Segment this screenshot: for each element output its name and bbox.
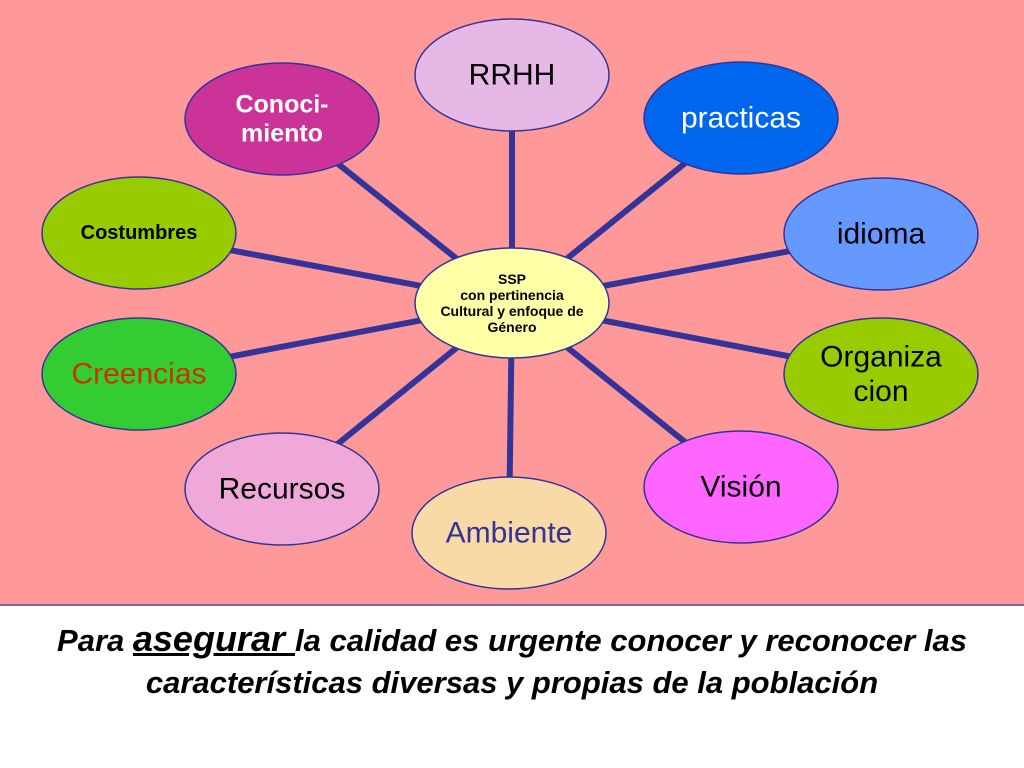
caption-emphasis: asegurar <box>132 618 295 659</box>
node-conocimiento-label-line: miento <box>241 119 323 147</box>
node-costumbres-ellipse <box>41 176 237 290</box>
node-practicas-label-line: practicas <box>681 102 801 135</box>
node-creencias-label-line: Creencias <box>71 358 206 391</box>
node-rrhh: RRHH <box>414 18 610 132</box>
node-creencias: Creencias <box>41 317 237 431</box>
node-costumbres-label-line: Costumbres <box>81 222 198 244</box>
node-idioma-label-line: idioma <box>837 218 926 251</box>
node-organizacion-label-line: Organiza <box>820 340 942 373</box>
caption-text: Para asegurar la calidad es urgente cono… <box>20 618 1004 704</box>
node-organizacion-ellipse <box>783 317 979 431</box>
center-label-line: con pertinencia <box>460 287 564 303</box>
node-recursos: Recursos <box>184 432 380 546</box>
node-idioma-ellipse <box>783 177 979 291</box>
node-conocimiento: Conoci-miento <box>184 62 380 176</box>
node-idioma: idioma <box>783 177 979 291</box>
node-vision: Visión <box>643 430 839 544</box>
node-rrhh-ellipse <box>414 18 610 132</box>
node-rrhh-label-line: RRHH <box>469 59 556 92</box>
node-conocimiento-ellipse <box>184 62 380 176</box>
node-vision-ellipse <box>643 430 839 544</box>
node-recursos-label-line: Recursos <box>219 473 346 506</box>
node-ambiente: Ambiente <box>411 476 607 590</box>
center-label-line: Género <box>487 319 536 335</box>
node-practicas-ellipse <box>643 61 839 175</box>
node-recursos-ellipse <box>184 432 380 546</box>
node-creencias-ellipse <box>41 317 237 431</box>
center-label-line: SSP <box>498 271 526 287</box>
node-ambiente-label-line: Ambiente <box>446 517 573 550</box>
caption-before: Para <box>57 623 133 658</box>
spoke-diagram: RRHH practicas idiomaOrganizacionVisiónAmb… <box>41 18 979 590</box>
center-ellipse <box>414 247 610 359</box>
diagram-nodes: RRHH practicas idiomaOrganizacionVisiónAmb… <box>41 18 979 590</box>
center-label-line: Cultural y enfoque de <box>440 303 583 319</box>
node-organizacion-label-line: cion <box>853 375 908 408</box>
node-conocimiento-label-line: Conoci- <box>235 91 328 119</box>
node-vision-label-line: Visión <box>700 471 781 504</box>
node-practicas: practicas <box>643 61 839 175</box>
divider <box>0 604 1024 606</box>
node-ambiente-ellipse <box>411 476 607 590</box>
node-costumbres: Costumbres <box>41 176 237 290</box>
caption-after: la calidad es urgente conocer y reconoce… <box>145 623 967 700</box>
